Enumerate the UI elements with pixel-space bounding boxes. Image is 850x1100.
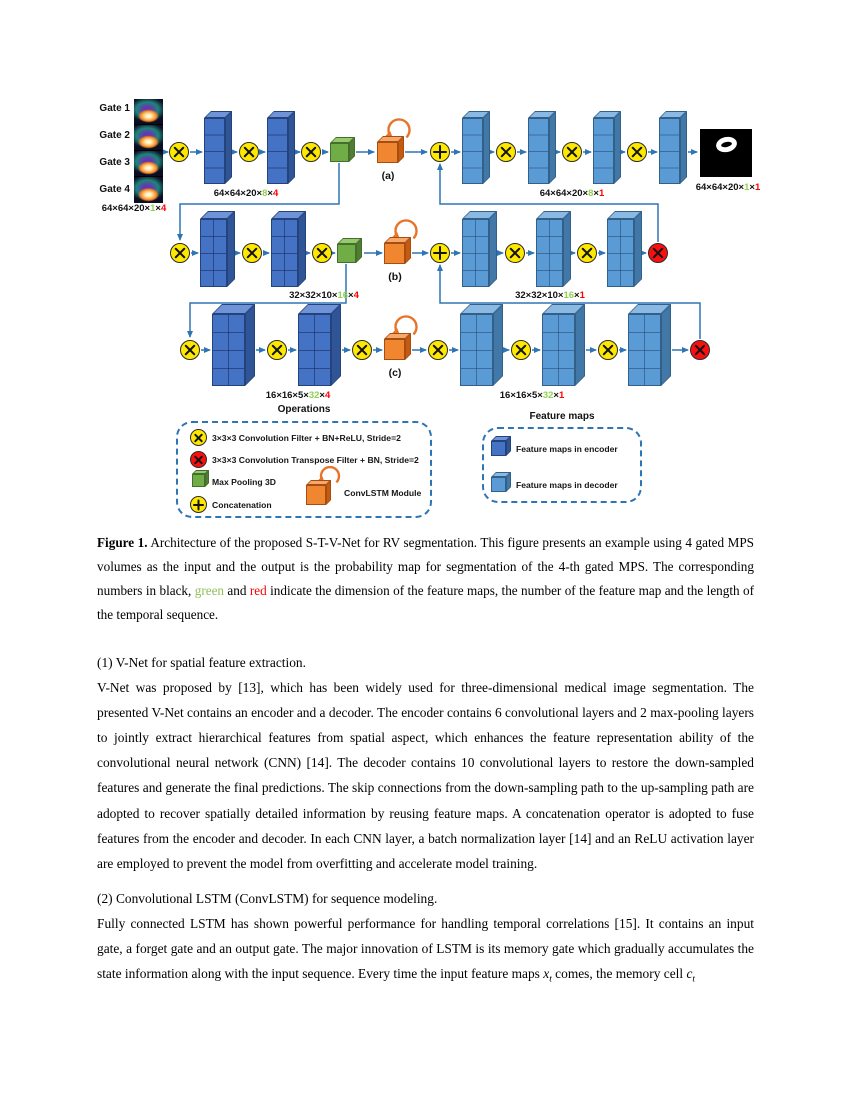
- encoder-block: [267, 111, 295, 184]
- section-body: Fully connected LSTM has shown powerful …: [97, 916, 754, 985]
- convlstm-cube: [306, 480, 331, 505]
- section-convlstm: (2) Convolutional LSTM (ConvLSTM) for se…: [97, 886, 754, 993]
- input-mps-volume: [134, 99, 163, 203]
- subfigure-tag-b: (b): [388, 271, 402, 283]
- concat-icon: [190, 496, 207, 513]
- max-pooling-cube: [192, 470, 209, 487]
- concat-icon: [430, 142, 450, 162]
- green-word: green: [194, 582, 225, 598]
- legend-item-label: 3×3×3 Convolution Transpose Filter + BN,…: [212, 455, 419, 465]
- convlstm-cube: [384, 237, 411, 264]
- recurrent-arrow: [385, 118, 411, 140]
- encoder-block: [212, 304, 255, 386]
- conv-icon: [239, 142, 259, 162]
- operations-legend-title: Operations: [277, 404, 331, 415]
- decoder-block: [536, 211, 571, 287]
- decoder-block: [659, 111, 687, 184]
- dim-label: 64×64×20×1×4: [101, 203, 167, 214]
- encoder-block: [491, 436, 511, 456]
- concat-icon: [430, 243, 450, 263]
- dim-label: 32×32×10×16×1: [515, 290, 585, 301]
- max-pooling-cube: [337, 238, 362, 263]
- convlstm-cube: [384, 333, 411, 360]
- conv-icon: [242, 243, 262, 263]
- legend-item-label: Concatenation: [212, 500, 272, 510]
- encoder-block: [204, 111, 232, 184]
- section-heading: (1) V-Net for spatial feature extraction…: [97, 655, 306, 670]
- conv-icon: [170, 243, 190, 263]
- decoder-block: [460, 304, 503, 386]
- feature-maps-legend-box: [482, 427, 642, 503]
- deconv-icon: [690, 340, 710, 360]
- conv-icon: [627, 142, 647, 162]
- deconv-icon: [190, 451, 207, 468]
- decoder-block: [607, 211, 642, 287]
- conv-icon: [496, 142, 516, 162]
- decoder-block: [528, 111, 556, 184]
- subfigure-tag-c: (c): [388, 367, 402, 379]
- recurrent-arrow: [392, 315, 418, 337]
- conv-icon: [428, 340, 448, 360]
- conv-icon: [267, 340, 287, 360]
- figure-caption: Figure 1. Architecture of the proposed S…: [97, 535, 755, 622]
- legend-item-label: 3×3×3 Convolution Filter + BN+ReLU, Stri…: [212, 433, 401, 443]
- section-vnet: (1) V-Net for spatial feature extraction…: [97, 650, 754, 876]
- section-body: V-Net was proposed by [13], which has be…: [97, 680, 754, 871]
- mps-slice-image: [134, 151, 163, 177]
- feature-maps-legend-title: Feature maps: [529, 411, 595, 422]
- figure-caption-label: Figure 1.: [97, 535, 148, 550]
- conv-icon: [562, 142, 582, 162]
- conv-icon: [505, 243, 525, 263]
- deconv-icon: [648, 243, 668, 263]
- conv-icon: [180, 340, 200, 360]
- convlstm-cube: [377, 136, 404, 163]
- section-heading: (2) Convolutional LSTM (ConvLSTM) for se…: [97, 891, 438, 906]
- conv-icon: [169, 142, 189, 162]
- decoder-block: [542, 304, 585, 386]
- decoder-block: [593, 111, 621, 184]
- operations-legend-box: [176, 421, 432, 518]
- max-pooling-cube: [330, 137, 355, 162]
- gate-label: Gate 3: [99, 157, 130, 168]
- rv-contour: [714, 134, 739, 155]
- recurrent-arrow: [392, 219, 418, 241]
- mps-slice-image: [134, 177, 163, 203]
- conv-icon: [352, 340, 372, 360]
- mps-slice-image: [134, 125, 163, 151]
- red-word: red: [249, 582, 267, 598]
- encoder-block: [298, 304, 341, 386]
- gate-label: Gate 1: [99, 103, 130, 114]
- legend-item-label: ConvLSTM Module: [344, 488, 422, 498]
- dim-label: 64×64×20×8×1: [539, 188, 605, 199]
- dim-label: 32×32×10×16×4: [289, 290, 359, 301]
- decoder-block: [462, 211, 497, 287]
- dim-label: 16×16×5×32×1: [499, 390, 565, 401]
- encoder-block: [200, 211, 235, 287]
- conv-icon: [577, 243, 597, 263]
- gate-label: Gate 2: [99, 130, 130, 141]
- gate-label: Gate 4: [99, 184, 130, 195]
- output-segmentation-mask: [695, 129, 752, 183]
- encoder-block: [271, 211, 306, 287]
- legend-item-label: Feature maps in encoder: [516, 444, 618, 454]
- dim-label: 64×64×20×1×1: [695, 182, 761, 193]
- legend-item-label: Max Pooling 3D: [212, 477, 276, 487]
- conv-icon: [511, 340, 531, 360]
- conv-icon: [598, 340, 618, 360]
- math-x-t: xt: [543, 966, 552, 985]
- decoder-block: [628, 304, 671, 386]
- conv-icon: [312, 243, 332, 263]
- conv-icon: [190, 429, 207, 446]
- subfigure-tag-a: (a): [381, 170, 395, 182]
- dim-label: 16×16×5×32×4: [265, 390, 331, 401]
- decoder-block: [462, 111, 490, 184]
- legend-item-label: Feature maps in decoder: [516, 480, 618, 490]
- figure-1-diagram: Gate 1 Gate 2 Gate 3 Gate 4 (a) 64×64×: [0, 0, 850, 530]
- math-c-t: ct: [686, 966, 696, 985]
- dim-label: 64×64×20×8×4: [213, 188, 279, 199]
- decoder-block: [491, 472, 511, 492]
- mps-slice-image: [134, 99, 163, 125]
- conv-icon: [301, 142, 321, 162]
